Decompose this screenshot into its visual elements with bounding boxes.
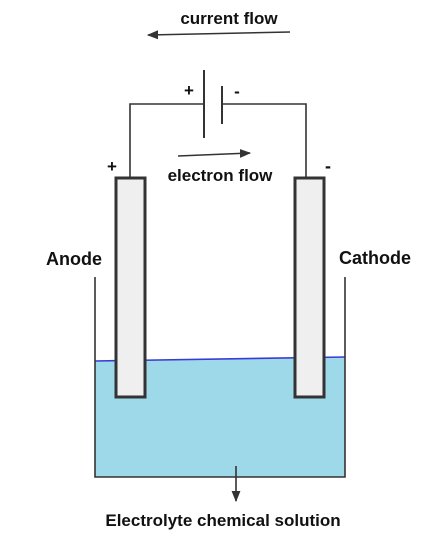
battery-positive-sign: + bbox=[184, 81, 194, 100]
cathode-terminal-sign: - bbox=[325, 156, 331, 176]
battery-negative-sign: - bbox=[234, 82, 240, 101]
electron-flow-label: electron flow bbox=[168, 166, 274, 185]
anode-electrode bbox=[114, 176, 147, 399]
electrolyte-label: Electrolyte chemical solution bbox=[105, 511, 340, 530]
cathode-wire bbox=[222, 103, 307, 178]
battery-icon bbox=[203, 70, 223, 138]
anode-wire bbox=[129, 103, 204, 178]
cathode-label: Cathode bbox=[339, 248, 411, 268]
current-flow-arrow bbox=[146, 30, 291, 40]
electrolyte-solution bbox=[95, 357, 345, 477]
electron-flow-arrow bbox=[177, 148, 252, 158]
anode-label: Anode bbox=[46, 249, 102, 269]
anode-terminal-sign: + bbox=[107, 157, 117, 176]
current-flow-label: current flow bbox=[180, 9, 278, 28]
beaker-outline bbox=[94, 277, 346, 478]
cathode-electrode bbox=[293, 176, 326, 399]
